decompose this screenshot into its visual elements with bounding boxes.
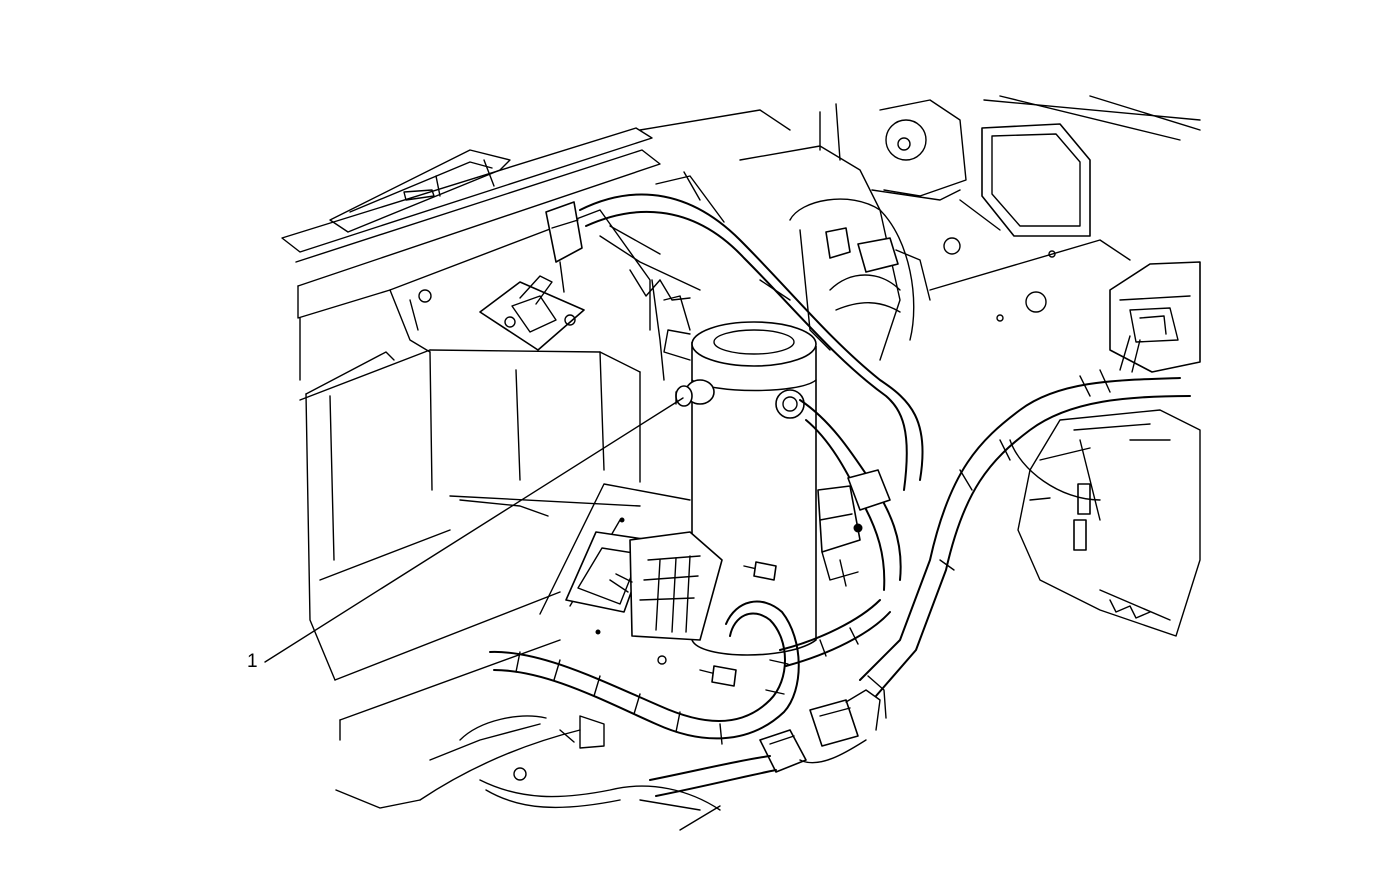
canister [651, 279, 817, 656]
right-wiring-harness [859, 335, 1191, 697]
cowl-panel [281, 109, 791, 395]
vent-plate [479, 201, 585, 351]
control-module [1017, 261, 1201, 637]
blower-housing [789, 198, 931, 351]
firewall-panel [739, 95, 1201, 361]
callout-leader-line [264, 397, 684, 663]
canister-hose [799, 399, 902, 591]
lower-frame [335, 639, 721, 831]
callout-number-1: 1 [247, 651, 258, 672]
junction-block [539, 483, 723, 641]
relay-bracket [817, 485, 863, 587]
lower-wiring-harness [489, 599, 891, 745]
upper-wiring-harness [579, 171, 924, 491]
harness-connectors [649, 675, 887, 797]
fender-shock-tower [299, 209, 651, 681]
mounting-bolt [675, 379, 715, 407]
screws [595, 517, 777, 687]
